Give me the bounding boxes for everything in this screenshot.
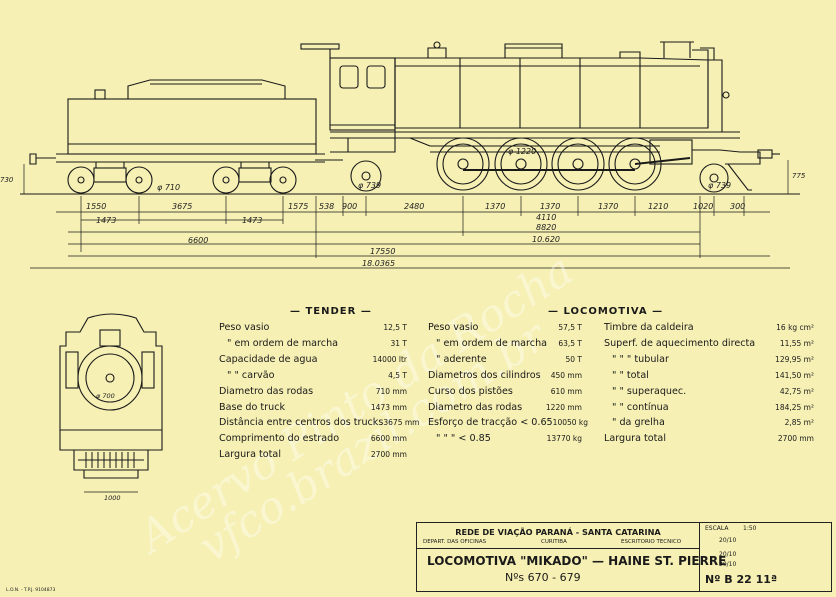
tender-truck-rear [212, 162, 297, 194]
locomotiva-title: — LOCOMOTIVA — [548, 306, 664, 317]
office-label: ESCRITORIO TECNICO [621, 539, 682, 545]
locomotive-frame [409, 137, 660, 153]
tender-body [29, 79, 343, 165]
dim-3675: 3675 [172, 202, 192, 211]
height-left: 730 [0, 176, 14, 184]
railway-network-name: REDE DE VIAÇÃO PARANÁ - SANTA CATARINA [455, 527, 661, 537]
front-view [59, 313, 163, 493]
trailing-wheel [350, 160, 382, 192]
driving-wheels [436, 137, 691, 191]
dim-538: 538 [319, 202, 334, 211]
locomotive-cab [300, 43, 396, 153]
dim-8820: 8820 [536, 223, 556, 232]
dim-1020: 1020 [693, 202, 713, 211]
title-block-side: ESCALA 1:50 20/10 20/10 20/10 Nº B 22 11… [699, 523, 831, 591]
date-2: 20/10 [719, 551, 737, 558]
dim-4110: 4110 [536, 213, 556, 222]
scale-value: 1:50 [743, 525, 757, 532]
locomotive-boiler [330, 41, 780, 165]
dim-1370a: 1370 [485, 202, 505, 211]
department-label: DEPART. DAS OFICINAS [423, 539, 487, 545]
dim-6600: 6600 [188, 236, 208, 245]
tender-title: — TENDER — [290, 306, 372, 317]
dim-1370b: 1370 [540, 202, 560, 211]
tender-truck-front [67, 162, 153, 194]
city-label: CURITIBA [541, 539, 567, 545]
pilot-wheel [699, 163, 752, 193]
scale-label: ESCALA [705, 525, 729, 532]
dim-2480: 2480 [404, 202, 424, 211]
dim-900: 900 [342, 202, 357, 211]
wheel-tender-label: φ 710 [157, 183, 180, 192]
dim-17550: 17550 [370, 247, 395, 256]
dim-300: 300 [730, 202, 745, 211]
dim-1210: 1210 [648, 202, 668, 211]
dimension-lines [23, 160, 790, 269]
locomotive-title: LOCOMOTIVA "MIKADO" — HAINE ST. PIERRE [427, 554, 727, 568]
dim-1473b: 1473 [242, 216, 262, 225]
dim-1370c: 1370 [598, 202, 618, 211]
title-divider [417, 548, 699, 549]
wheel-bogie-label: φ 739 [358, 181, 381, 190]
dim-1575: 1575 [288, 202, 308, 211]
dimension-texts: 1550 3675 1575 538 900 2480 1370 1370 13… [0, 147, 806, 502]
dim-10620: 10.620 [532, 235, 560, 244]
dim-180365: 18.0365 [362, 259, 395, 268]
wheel-trail-label: φ 739 [708, 181, 731, 190]
date-1: 20/10 [719, 537, 737, 544]
title-block: REDE DE VIAÇÃO PARANÁ - SANTA CATARINA D… [416, 522, 832, 592]
sheet-number: Nº B 22 11ª [705, 573, 778, 586]
dim-1550: 1550 [86, 202, 106, 211]
dim-1473a: 1473 [96, 216, 116, 225]
corner-stamp: L.O.N. - T.P.J. 9104873 [6, 587, 55, 593]
locomotive-numbers: Nºs 670 - 679 [505, 571, 581, 584]
height-right: 775 [792, 172, 806, 180]
loco-row: " " superaquec.42,75 m² [612, 385, 814, 397]
front-view-diameter: φ 700 [96, 392, 115, 400]
front-view-width: 1000 [104, 494, 121, 502]
title-block-main: REDE DE VIAÇÃO PARANÁ - SANTA CATARINA D… [417, 523, 726, 591]
date-3: 20/10 [719, 561, 737, 568]
front-grille [85, 452, 135, 468]
wheel-drive-label: φ 1220 [508, 147, 536, 156]
